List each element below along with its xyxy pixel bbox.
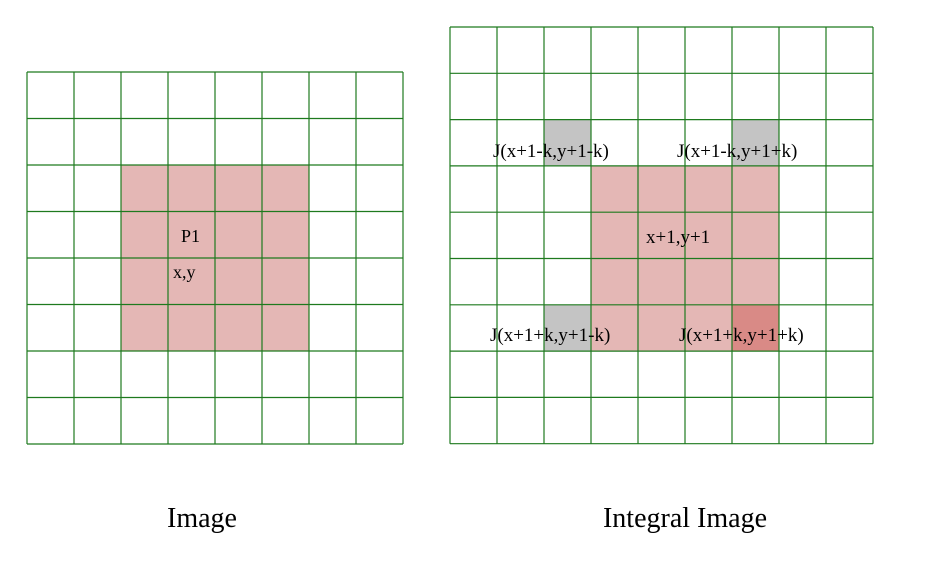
coord-label: x,y (173, 262, 196, 282)
point-label: P1 (181, 226, 200, 246)
integral-image-grid (449, 26, 874, 445)
label-bottom-left: J(x+1+k,y+1-k) (490, 325, 610, 346)
center-label: x+1,y+1 (646, 227, 710, 248)
integral-image-caption: Integral Image (603, 503, 767, 534)
label-top-right: J(x+1-k,y+1+k) (677, 141, 797, 162)
image-grid (26, 71, 404, 445)
corner-cell-gray (544, 119, 591, 166)
corner-cell-gray (732, 119, 779, 166)
label-bottom-right: J(x+1+k,y+1+k) (679, 325, 804, 346)
corner-cell-gray (544, 304, 591, 352)
label-top-left: J(x+1-k,y+1-k) (493, 141, 609, 162)
image-caption: Image (167, 503, 237, 534)
corner-cell-red (732, 304, 779, 352)
